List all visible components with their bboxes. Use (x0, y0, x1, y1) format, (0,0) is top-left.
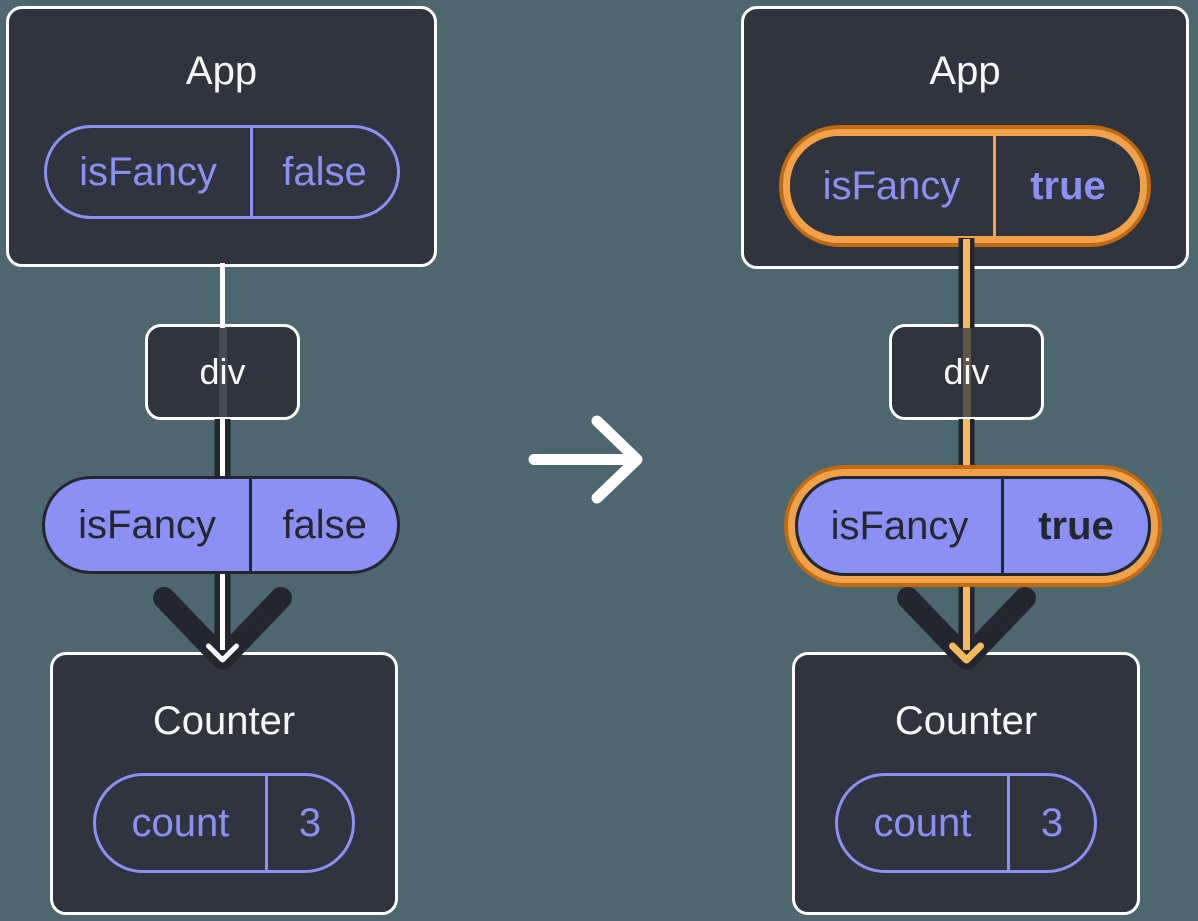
state-value: 3 (1040, 800, 1064, 845)
flow-line-behind-div (218, 327, 227, 417)
prop-name: isFancy (798, 479, 1004, 573)
prop-value: true (1030, 163, 1106, 208)
prop-value: false (282, 502, 367, 547)
passed-prop-pill-after: isFancy true (795, 476, 1151, 576)
prop-flow-chevron-before (153, 587, 292, 670)
passed-prop-pill-before: isFancy false (42, 476, 400, 574)
prop-value: false (282, 149, 367, 194)
element-label: div (943, 351, 990, 392)
div-element-card-after: div (889, 324, 1044, 420)
app-prop-pill-after: isFancy true (790, 136, 1140, 236)
prop-flow-chevron-after (897, 587, 1036, 670)
component-title: App (185, 49, 258, 93)
state-name: count (96, 776, 268, 870)
prop-name: isFancy (790, 136, 996, 236)
highlight-ring: isFancy true (779, 125, 1151, 247)
component-title: App (929, 49, 1001, 93)
app-prop-pill-before: isFancy false (43, 125, 400, 219)
app-component-card-after: App isFancy true (741, 6, 1189, 269)
counter-component-card-before: Counter count 3 (50, 652, 398, 915)
transition-arrow-head-icon (591, 415, 643, 504)
flow-line-behind-div (962, 327, 971, 417)
state-value: 3 (298, 800, 322, 845)
state-name: count (838, 776, 1010, 870)
highlight-ring: isFancy true (784, 465, 1162, 587)
element-label: div (199, 351, 246, 392)
prop-name: isFancy (47, 128, 253, 216)
sparkle-small-icon (1164, 484, 1184, 504)
prop-value: true (1038, 503, 1114, 548)
sparkle-large-icon (1139, 446, 1175, 482)
prop-name: isFancy (45, 479, 253, 571)
component-title: Counter (894, 699, 1038, 743)
counter-state-pill-after: count 3 (835, 773, 1097, 873)
app-component-card-before: App isFancy false (6, 6, 437, 267)
highlight-ring-inner: isFancy true (788, 469, 1158, 583)
component-title: Counter (152, 699, 296, 743)
highlight-ring-inner: isFancy true (783, 129, 1147, 243)
counter-component-card-after: Counter count 3 (792, 652, 1140, 915)
div-element-card-before: div (145, 324, 300, 420)
counter-state-pill-before: count 3 (93, 773, 355, 873)
